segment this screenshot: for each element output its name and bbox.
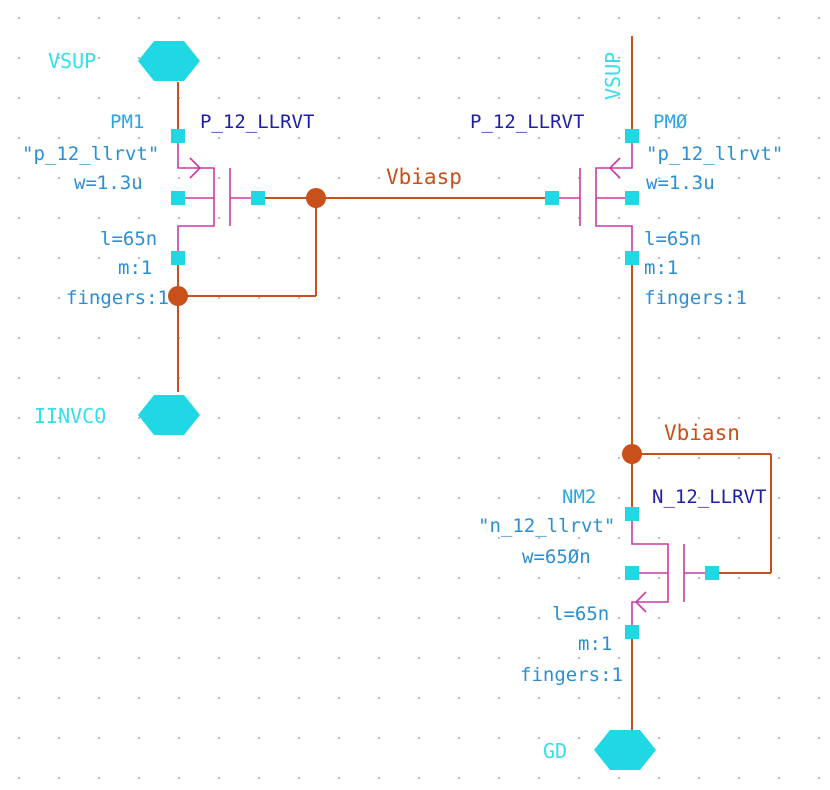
gd-label: GD bbox=[543, 739, 567, 763]
nm2-drain-pin[interactable] bbox=[625, 507, 639, 521]
pm1-length: l=65n bbox=[100, 228, 157, 250]
nm2-width: w=65Øn bbox=[522, 546, 591, 568]
nm2-gate-pin[interactable] bbox=[705, 566, 719, 580]
pm1-width: w=1.3u bbox=[74, 172, 143, 194]
vsup-left-label: VSUP bbox=[48, 49, 96, 73]
pm0-bulk-pin[interactable] bbox=[625, 191, 639, 205]
net-label-vbiasn: Vbiasn bbox=[664, 421, 740, 445]
pm1-multiplier: m:1 bbox=[118, 257, 152, 279]
pm0-instance-name: PMØ bbox=[653, 111, 688, 133]
net-label-vbiasp: Vbiasp bbox=[386, 165, 462, 189]
nm2-source-pin[interactable] bbox=[625, 625, 639, 639]
nm2-bulk-pin[interactable] bbox=[625, 566, 639, 580]
iinvco-label: IINVCO bbox=[34, 404, 106, 428]
pm0-transistor[interactable] bbox=[552, 136, 633, 258]
junction-pm1-drain[interactable] bbox=[168, 286, 188, 306]
pm0-drain-pin[interactable] bbox=[625, 251, 639, 265]
pm0-width: w=1.3u bbox=[646, 172, 715, 194]
pm0-cell-name: P_12_LLRVT bbox=[470, 111, 584, 133]
nm2-length: l=65n bbox=[552, 603, 609, 625]
pm0-gate-pin[interactable] bbox=[545, 191, 559, 205]
vsup-right-label: VSUP bbox=[601, 52, 625, 100]
junction-vbiasn[interactable] bbox=[622, 444, 642, 464]
nm2-fingers: fingers:1 bbox=[520, 664, 623, 686]
wires bbox=[177, 36, 772, 735]
junction-vbiasp[interactable] bbox=[306, 188, 326, 208]
pm1-instance-name: PM1 bbox=[110, 111, 144, 133]
pm1-transistor[interactable] bbox=[177, 136, 258, 258]
nm2-instance-name: NM2 bbox=[562, 486, 596, 508]
pm1-cell-name: P_12_LLRVT bbox=[200, 111, 314, 133]
pm1-gate-pin[interactable] bbox=[251, 191, 265, 205]
pm1-fingers: fingers:1 bbox=[66, 287, 169, 309]
nm2-cell-name: N_12_LLRVT bbox=[652, 486, 766, 508]
vsup-left-pin-icon[interactable] bbox=[138, 41, 200, 81]
pm0-source-pin[interactable] bbox=[625, 129, 639, 143]
iinvco-pin-icon[interactable] bbox=[138, 395, 200, 435]
nm2-multiplier: m:1 bbox=[578, 633, 612, 655]
pm1-model: "p_12_llrvt" bbox=[22, 143, 159, 165]
pm0-model: "p_12_llrvt" bbox=[646, 143, 783, 165]
pm1-drain-pin[interactable] bbox=[171, 251, 185, 265]
pm1-source-pin[interactable] bbox=[171, 129, 185, 143]
pm0-fingers: fingers:1 bbox=[644, 287, 747, 309]
nm2-model: "n_12_llrvt" bbox=[478, 515, 615, 537]
pm1-bulk-pin[interactable] bbox=[171, 191, 185, 205]
nm2-transistor[interactable] bbox=[631, 514, 712, 632]
gd-pin-icon[interactable] bbox=[594, 730, 656, 770]
pm0-multiplier: m:1 bbox=[644, 257, 678, 279]
pm0-length: l=65n bbox=[644, 228, 701, 250]
